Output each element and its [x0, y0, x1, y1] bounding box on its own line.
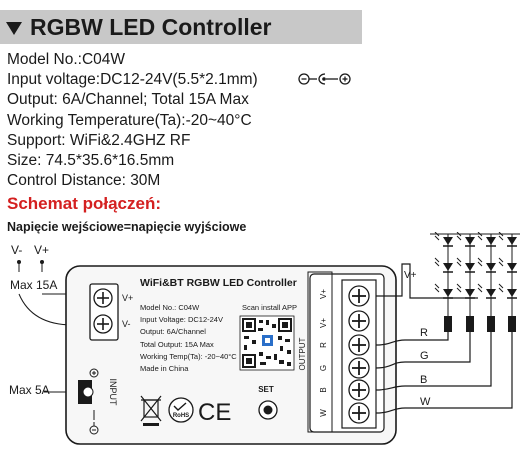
device-title: WiFi&BT RGBW LED Controller [140, 277, 297, 289]
wire-label-w: W [420, 396, 431, 408]
set-label: SET [258, 385, 274, 394]
input-minus-label: V- [11, 243, 22, 257]
led-icon [498, 232, 517, 247]
output-terminal-labels: V+ V+ R G B W OUTPUT [298, 289, 328, 417]
output-terminal-block [341, 279, 377, 429]
device-spec-input: Input Voltage: DC12-24V [140, 315, 223, 324]
screw-terminal [348, 334, 370, 356]
device-spec-model: Model No.: C04W [140, 303, 200, 312]
input-plus-label: V+ [34, 243, 49, 257]
strip-vplus-label: V+ [404, 270, 417, 281]
ce-mark: CE [198, 399, 231, 426]
title-bar: RGBW LED Controller [0, 10, 362, 44]
terminal-label-w: W [319, 409, 328, 417]
schema-title: Schemat połączeń: [7, 194, 161, 213]
spec-working-temperature: Working Temperature(Ta):-20~40°C [7, 111, 252, 129]
led-icon [434, 283, 453, 299]
screw-terminal [348, 310, 370, 332]
device-spec-total: Total Output: 15A Max [140, 340, 214, 349]
weee-bin-icon [140, 395, 162, 426]
led-icon [498, 257, 517, 273]
rohs-icon: RoHS [168, 397, 194, 423]
resistor-icon [466, 316, 474, 332]
led-icon [477, 283, 496, 299]
led-icon [456, 257, 475, 273]
spec-control-distance: Control Distance: 30M [7, 172, 161, 190]
scan-app-label: Scan install APP [242, 303, 297, 312]
left-vplus-label: V+ [122, 293, 133, 303]
led-icon [477, 257, 496, 273]
resistor-icon [508, 316, 516, 332]
wiring-diagram: V- V+ Max 15A Max 5A V+ V- INPUT [9, 232, 520, 445]
screw-terminal [348, 285, 370, 307]
wire-label-r: R [420, 327, 428, 339]
resistor-icon [487, 316, 495, 332]
led-icon [456, 232, 475, 247]
spec-support: Support: WiFi&2.4GHZ RF [7, 131, 191, 149]
terminal-label-vplus-1: V+ [319, 289, 328, 299]
resistor-icon [444, 316, 452, 332]
dc-input-jack: INPUT [78, 368, 118, 435]
page-title: RGBW LED Controller [30, 13, 272, 40]
screw-terminal [348, 357, 370, 379]
terminal-label-r: R [319, 342, 328, 348]
led-icon [498, 283, 517, 299]
spec-model: Model No.:C04W [7, 51, 126, 68]
terminal-label-b: B [319, 387, 328, 392]
input-terminal-block: V+ V- [89, 283, 133, 341]
led-strip-array [430, 232, 520, 332]
wire-label-g: G [420, 350, 429, 362]
set-button-center [263, 405, 273, 415]
vplus-wire: V+ [376, 263, 478, 299]
spec-input-voltage: Input voltage:DC12-24V(5.5*2.1mm) [7, 71, 258, 89]
triangle-down-icon [6, 21, 22, 35]
schema-subtitle: Napięcie wejściowe=napięcie wyjściowe [7, 220, 247, 234]
output-label: OUTPUT [298, 337, 307, 370]
device-spec-temp: Working Temp(Ta): -20~40°C [140, 352, 237, 361]
screw-terminal [348, 402, 370, 424]
device-spec-output: Output: 6A/Channel [140, 327, 206, 336]
device-spec-made-in: Made in China [140, 364, 189, 373]
spec-output: Output: 6A/Channel; Total 15A Max [7, 91, 249, 109]
screw-terminal [348, 379, 370, 401]
polarity-icon [298, 73, 351, 85]
max-15a-label: Max 15A [10, 278, 57, 292]
spec-list: Model No.:C04W Input voltage:DC12-24V(5.… [7, 50, 258, 191]
spec-size: Size: 74.5*35.6*16.5mm [7, 152, 175, 170]
led-icon [477, 232, 496, 247]
terminal-label-g: G [319, 365, 328, 371]
rgbw-wires: R G B W [375, 327, 513, 414]
max-5a-label: Max 5A [9, 383, 50, 397]
led-icon [434, 257, 453, 273]
led-icon [434, 232, 453, 247]
input-label: INPUT [108, 379, 118, 407]
wire-label-b: B [420, 374, 427, 386]
terminal-label-vplus-2: V+ [319, 318, 328, 328]
led-icon [456, 283, 475, 299]
rohs-label: RoHS [173, 413, 189, 419]
left-vminus-label: V- [122, 319, 131, 329]
qr-code-icon [239, 315, 295, 371]
